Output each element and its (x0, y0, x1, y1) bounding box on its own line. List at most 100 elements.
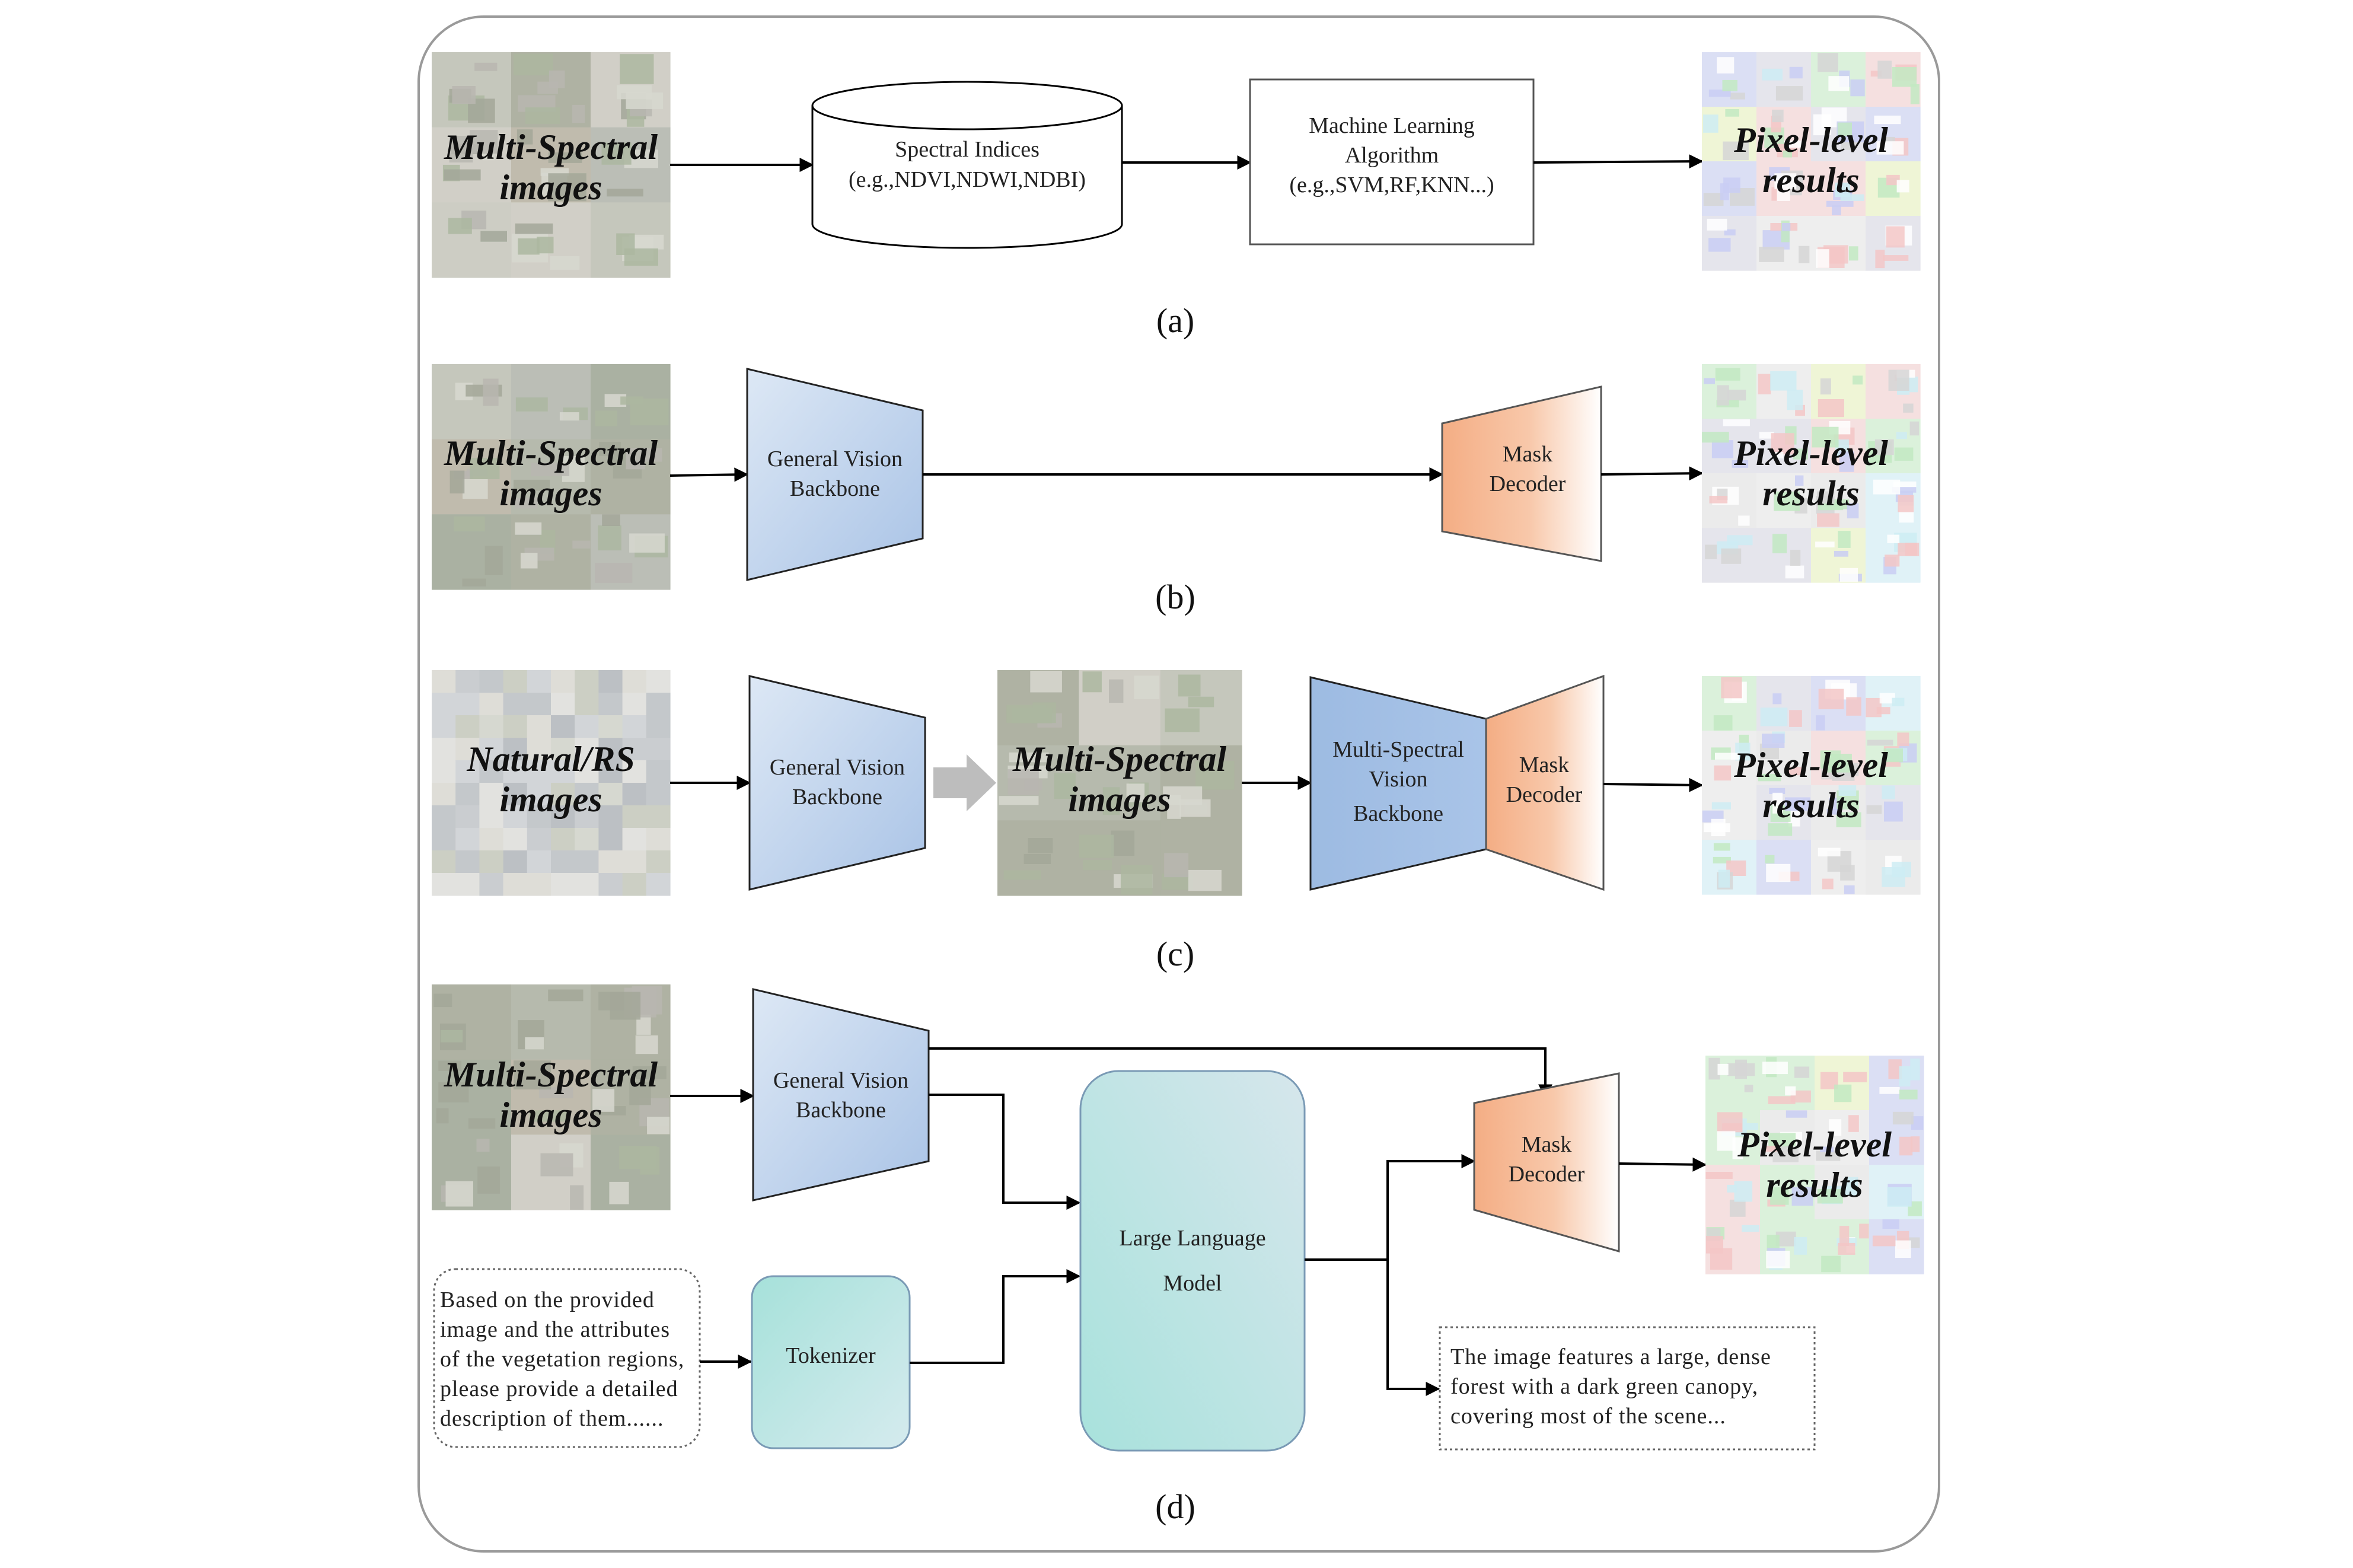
thumb-detail (1715, 753, 1739, 760)
thumb-tile (455, 828, 480, 851)
thumb-detail (1188, 696, 1214, 707)
thumb-detail (1897, 732, 1909, 747)
thumb-detail (1910, 84, 1920, 104)
thumb-fade-overlay (1702, 676, 1920, 894)
thumb-tile (598, 760, 623, 783)
thumb-detail (1795, 475, 1804, 486)
thumb-tile (551, 670, 575, 693)
thumb-tile (575, 783, 599, 806)
thumb-detail (529, 1110, 569, 1122)
prompt-line-4: please provide a detailed (440, 1376, 678, 1401)
prompt-text-box (433, 1268, 701, 1448)
thumb-detail (632, 1066, 667, 1079)
prompt-line-2: image and the attributes (440, 1317, 670, 1342)
thumb-detail (1030, 671, 1062, 693)
thumb-tile (598, 738, 623, 761)
thumb-detail (448, 218, 472, 234)
thumb-detail (1892, 67, 1917, 87)
thumb-detail (548, 173, 586, 202)
thumb-tile (1160, 670, 1242, 746)
thumb-detail (1843, 1072, 1867, 1082)
thumb-detail (1846, 697, 1861, 716)
thumb-tile (432, 670, 456, 693)
thumb-detail (1876, 141, 1904, 155)
thumb-detail (1771, 433, 1794, 455)
thumb-detail (1888, 1059, 1902, 1079)
thumb-detail (1885, 554, 1900, 567)
panel-d-output-label-2: results (1766, 1165, 1863, 1204)
thumb-detail (433, 993, 452, 1008)
thumb-detail (1895, 1240, 1911, 1258)
thumb-detail (1785, 565, 1804, 579)
panel-c-backbone (748, 675, 926, 891)
thumb-tile (527, 828, 551, 851)
thumb-detail (1888, 369, 1909, 391)
panel-d-input-image (432, 984, 671, 1210)
thumb-detail (1721, 677, 1742, 699)
thumb-detail (1765, 1146, 1777, 1152)
thumb-tile (503, 738, 528, 761)
thumb-detail (1713, 843, 1730, 851)
thumb-detail (474, 62, 498, 71)
thumb-detail (602, 514, 620, 526)
thumb-tile (598, 805, 623, 828)
thumb-tile (646, 783, 671, 806)
thumb-tile (575, 738, 599, 761)
thumb-tile (432, 738, 456, 761)
panel-a-input-label-1: Multi-Spectral (444, 128, 658, 167)
thumb-tile (551, 783, 575, 806)
panel-b-output-label-1: Pixel-level (1733, 434, 1888, 473)
thumb-detail (1887, 534, 1900, 543)
thumb-detail (480, 231, 507, 242)
arrow-d-llm-to-response (1386, 1260, 1440, 1396)
panel-c-ms-backbone-label-3: Backbone (1353, 801, 1443, 826)
thumb-detail (1794, 1066, 1810, 1078)
thumb-detail (1898, 495, 1914, 512)
thumb-detail (1738, 515, 1750, 526)
thumb-tile (622, 805, 647, 828)
thumb-detail (629, 1082, 651, 1105)
thumb-detail (1872, 1235, 1896, 1247)
thumb-detail (572, 540, 591, 549)
thumb-detail (630, 399, 669, 426)
arrow-c-decoder-to-output (1603, 777, 1704, 792)
thumb-detail (1715, 368, 1740, 381)
thumb-detail (1787, 390, 1803, 410)
thumb-detail (1003, 870, 1041, 880)
thumb-detail (1772, 534, 1787, 553)
ml-algorithm-label-2: Algorithm (1345, 143, 1439, 168)
thumb-detail (1772, 109, 1784, 123)
thumb-detail (1734, 1181, 1753, 1202)
thumb-detail (617, 85, 652, 100)
thumb-tile (432, 850, 456, 874)
thumb-detail (1012, 708, 1053, 724)
thumb-tile (503, 828, 528, 851)
thumb-detail (1794, 1236, 1807, 1255)
panel-a-input-image (432, 52, 671, 278)
thumb-tile (455, 693, 480, 716)
panel-c-output-label-2: results (1762, 786, 1859, 825)
thumb-tile (432, 783, 456, 806)
thumb-detail (1899, 1089, 1918, 1099)
thumb-detail (1786, 1110, 1807, 1118)
thumb-tile (575, 715, 599, 738)
ml-algorithm-label-1: Machine Learning (1309, 113, 1475, 138)
panel-a-output-label-1: Pixel-level (1733, 120, 1888, 160)
thumb-detail (1799, 246, 1810, 263)
thumb-detail (1866, 805, 1882, 814)
thumb-tile (527, 805, 551, 828)
thumb-detail (1164, 853, 1189, 878)
thumb-tile (551, 828, 575, 851)
thumb-detail (626, 448, 645, 470)
thumb-detail (525, 107, 560, 124)
thumb-tile (622, 850, 647, 874)
panel-c-input-label-1: Natural/RS (466, 740, 635, 779)
thumb-fade-overlay (432, 52, 670, 278)
thumb-detail (1853, 375, 1863, 385)
arrow-a-ml-to-output (1533, 154, 1704, 169)
thumb-tile (527, 670, 551, 693)
thumb-detail (1909, 421, 1920, 436)
thumb-tile (646, 850, 671, 874)
thumb-tile (455, 715, 480, 738)
thumb-detail (1774, 491, 1800, 511)
